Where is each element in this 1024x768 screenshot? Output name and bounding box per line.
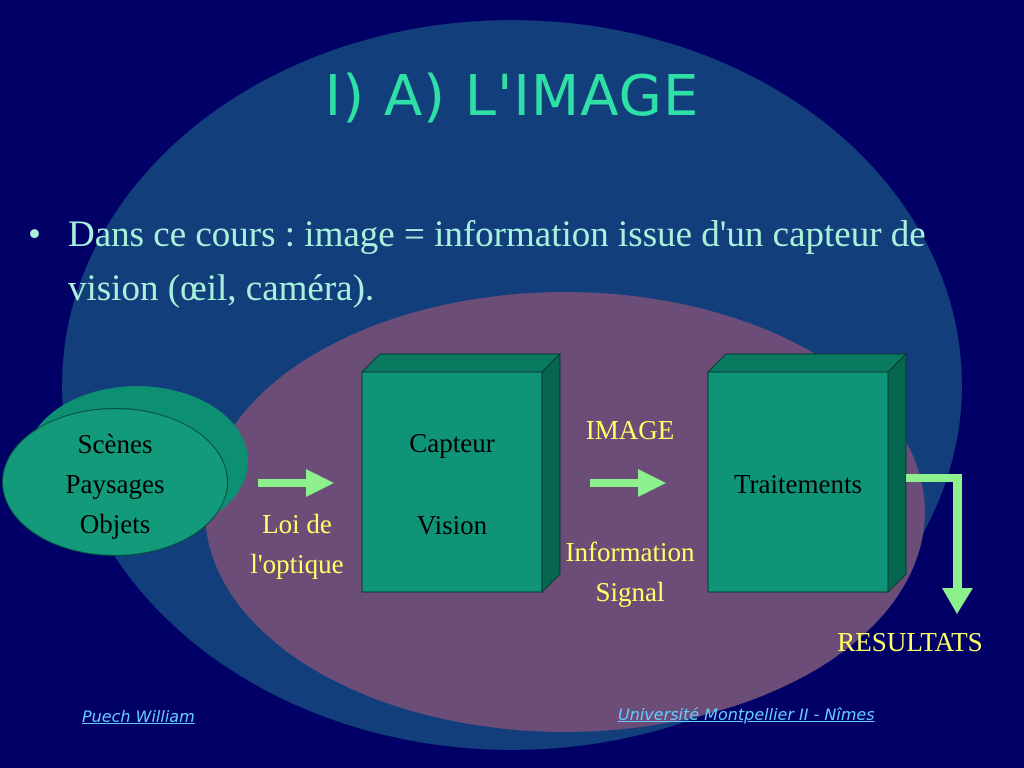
arrow-down-icon [906,474,973,614]
traitements-box [706,352,908,594]
capteur-label: Capteur [409,428,495,458]
image-label: IMAGE [585,415,675,445]
resultats-label: RESULTATS [837,627,983,657]
information-caption: Information Signal [544,532,716,612]
arrow-right-icon [258,469,334,497]
capteur-box-label: Capteur Vision [362,426,542,542]
scenes-oval-text: Scènes Paysages Objets [2,424,228,544]
traitements-label: Traitements [734,469,862,499]
capteur-box [360,352,562,594]
scenes-label: Scènes [77,429,153,459]
bullet-marker: • [28,214,41,255]
optique-label: l'optique [250,549,344,579]
bullet-text: Dans ce cours : image = information issu… [68,214,926,309]
institution-link[interactable]: Université Montpellier II - Nîmes [618,705,875,724]
slide-title: I) A) L'IMAGE [324,64,700,129]
author-link[interactable]: Puech William [82,707,195,726]
signal-label: Signal [595,577,665,607]
arrow-right-icon [590,469,666,497]
optique-caption: Loi de l'optique [230,504,364,584]
vision-label: Vision [416,510,488,540]
information-label: Information [565,537,695,567]
loi-de-label: Loi de [262,509,332,539]
objets-label: Objets [79,509,151,539]
scenes-oval [2,408,228,556]
paysages-label: Paysages [65,469,165,499]
